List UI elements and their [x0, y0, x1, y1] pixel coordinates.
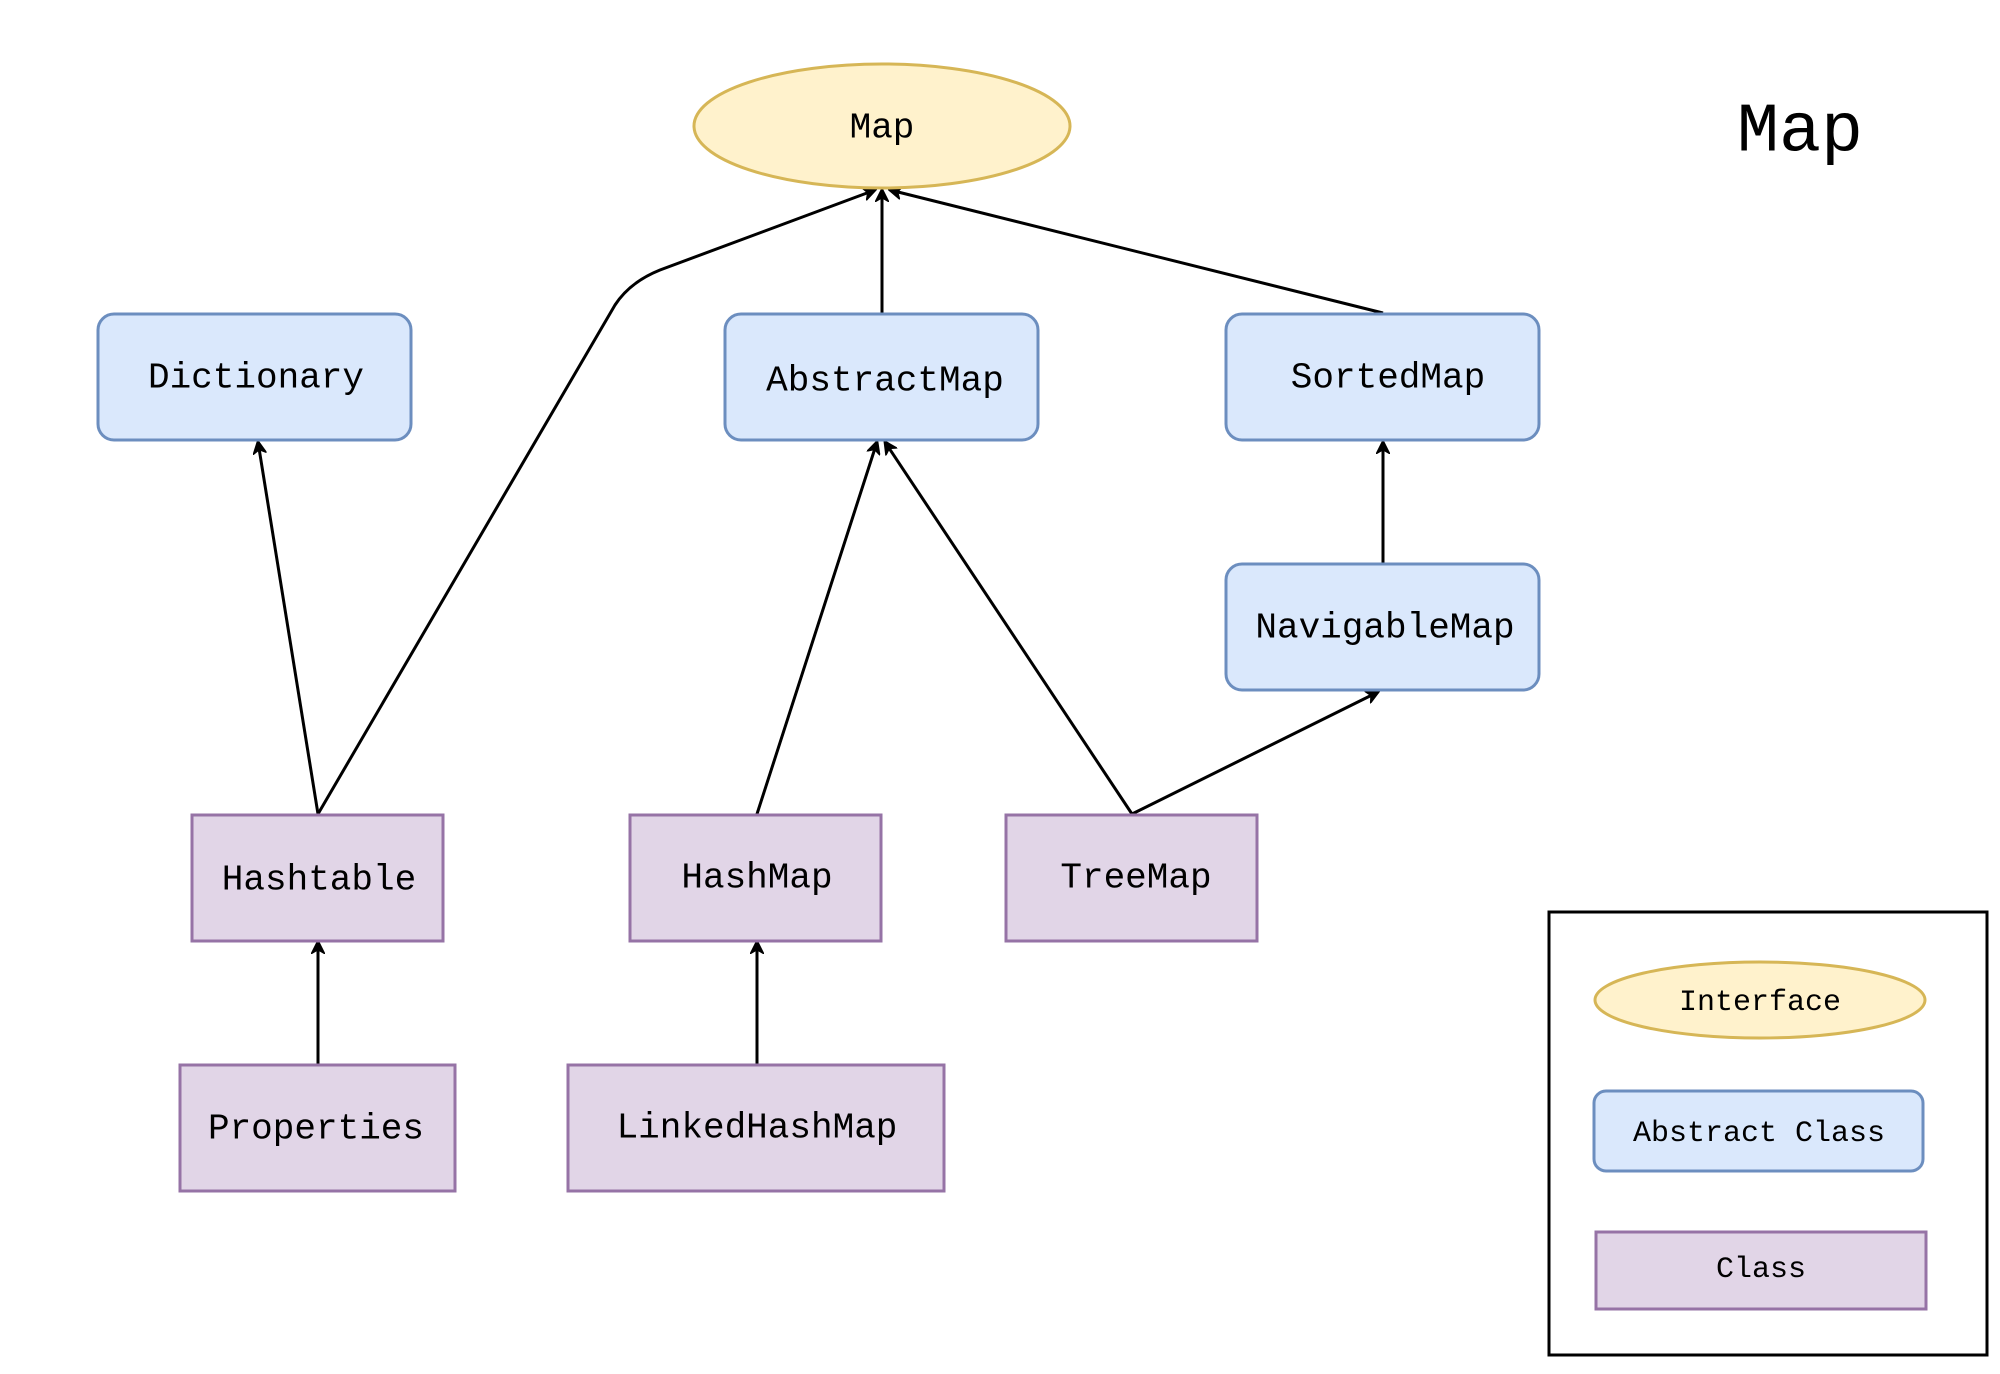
node-dictionary: Dictionary — [96, 312, 413, 442]
node-navigablemap: NavigableMap — [1224, 562, 1541, 692]
edge-sortedmap-to-map — [890, 190, 1384, 315]
legend-interface-label: Interface — [1679, 986, 1841, 1020]
edge-hashtable-to-dictionary — [258, 442, 320, 815]
node-treemap-label: TreeMap — [1060, 858, 1211, 899]
legend-class-label: Class — [1716, 1253, 1806, 1287]
node-linkedhashmap: LinkedHashMap — [566, 1063, 946, 1193]
edge-hashmap-to-abstractmap — [755, 442, 877, 815]
edge-treemap-to-abstractmap — [885, 442, 1134, 815]
node-linkedhashmap-label: LinkedHashMap — [617, 1108, 898, 1149]
node-treemap: TreeMap — [1004, 813, 1259, 943]
edge-treemap-to-navigablemap — [1131, 692, 1378, 816]
node-hashtable-label: Hashtable — [222, 860, 416, 901]
legend-interface: Interface — [1593, 960, 1927, 1040]
node-sortedmap-label: SortedMap — [1291, 358, 1485, 399]
node-dictionary-label: Dictionary — [148, 358, 364, 399]
node-map-interface: Map — [692, 62, 1072, 190]
node-hashmap-label: HashMap — [681, 858, 832, 899]
legend-abstract-class: Abstract Class — [1592, 1089, 1925, 1173]
node-hashmap: HashMap — [628, 813, 883, 943]
legend-class: Class — [1594, 1230, 1928, 1311]
node-abstractmap: AbstractMap — [723, 312, 1040, 442]
node-abstractmap-label: AbstractMap — [766, 361, 1004, 402]
node-properties: Properties — [178, 1063, 457, 1193]
edge-hashtable-to-map — [316, 190, 875, 815]
diagram-title: Map — [1737, 93, 1863, 172]
node-properties-label: Properties — [208, 1109, 424, 1150]
legend: Interface Abstract Class Class — [1547, 910, 1989, 1357]
legend-abstract-class-label: Abstract Class — [1633, 1117, 1885, 1151]
node-hashtable: Hashtable — [190, 813, 445, 943]
node-navigablemap-label: NavigableMap — [1255, 608, 1514, 649]
node-map-label: Map — [850, 108, 915, 149]
node-sortedmap: SortedMap — [1224, 312, 1541, 442]
edges — [258, 190, 1383, 1064]
